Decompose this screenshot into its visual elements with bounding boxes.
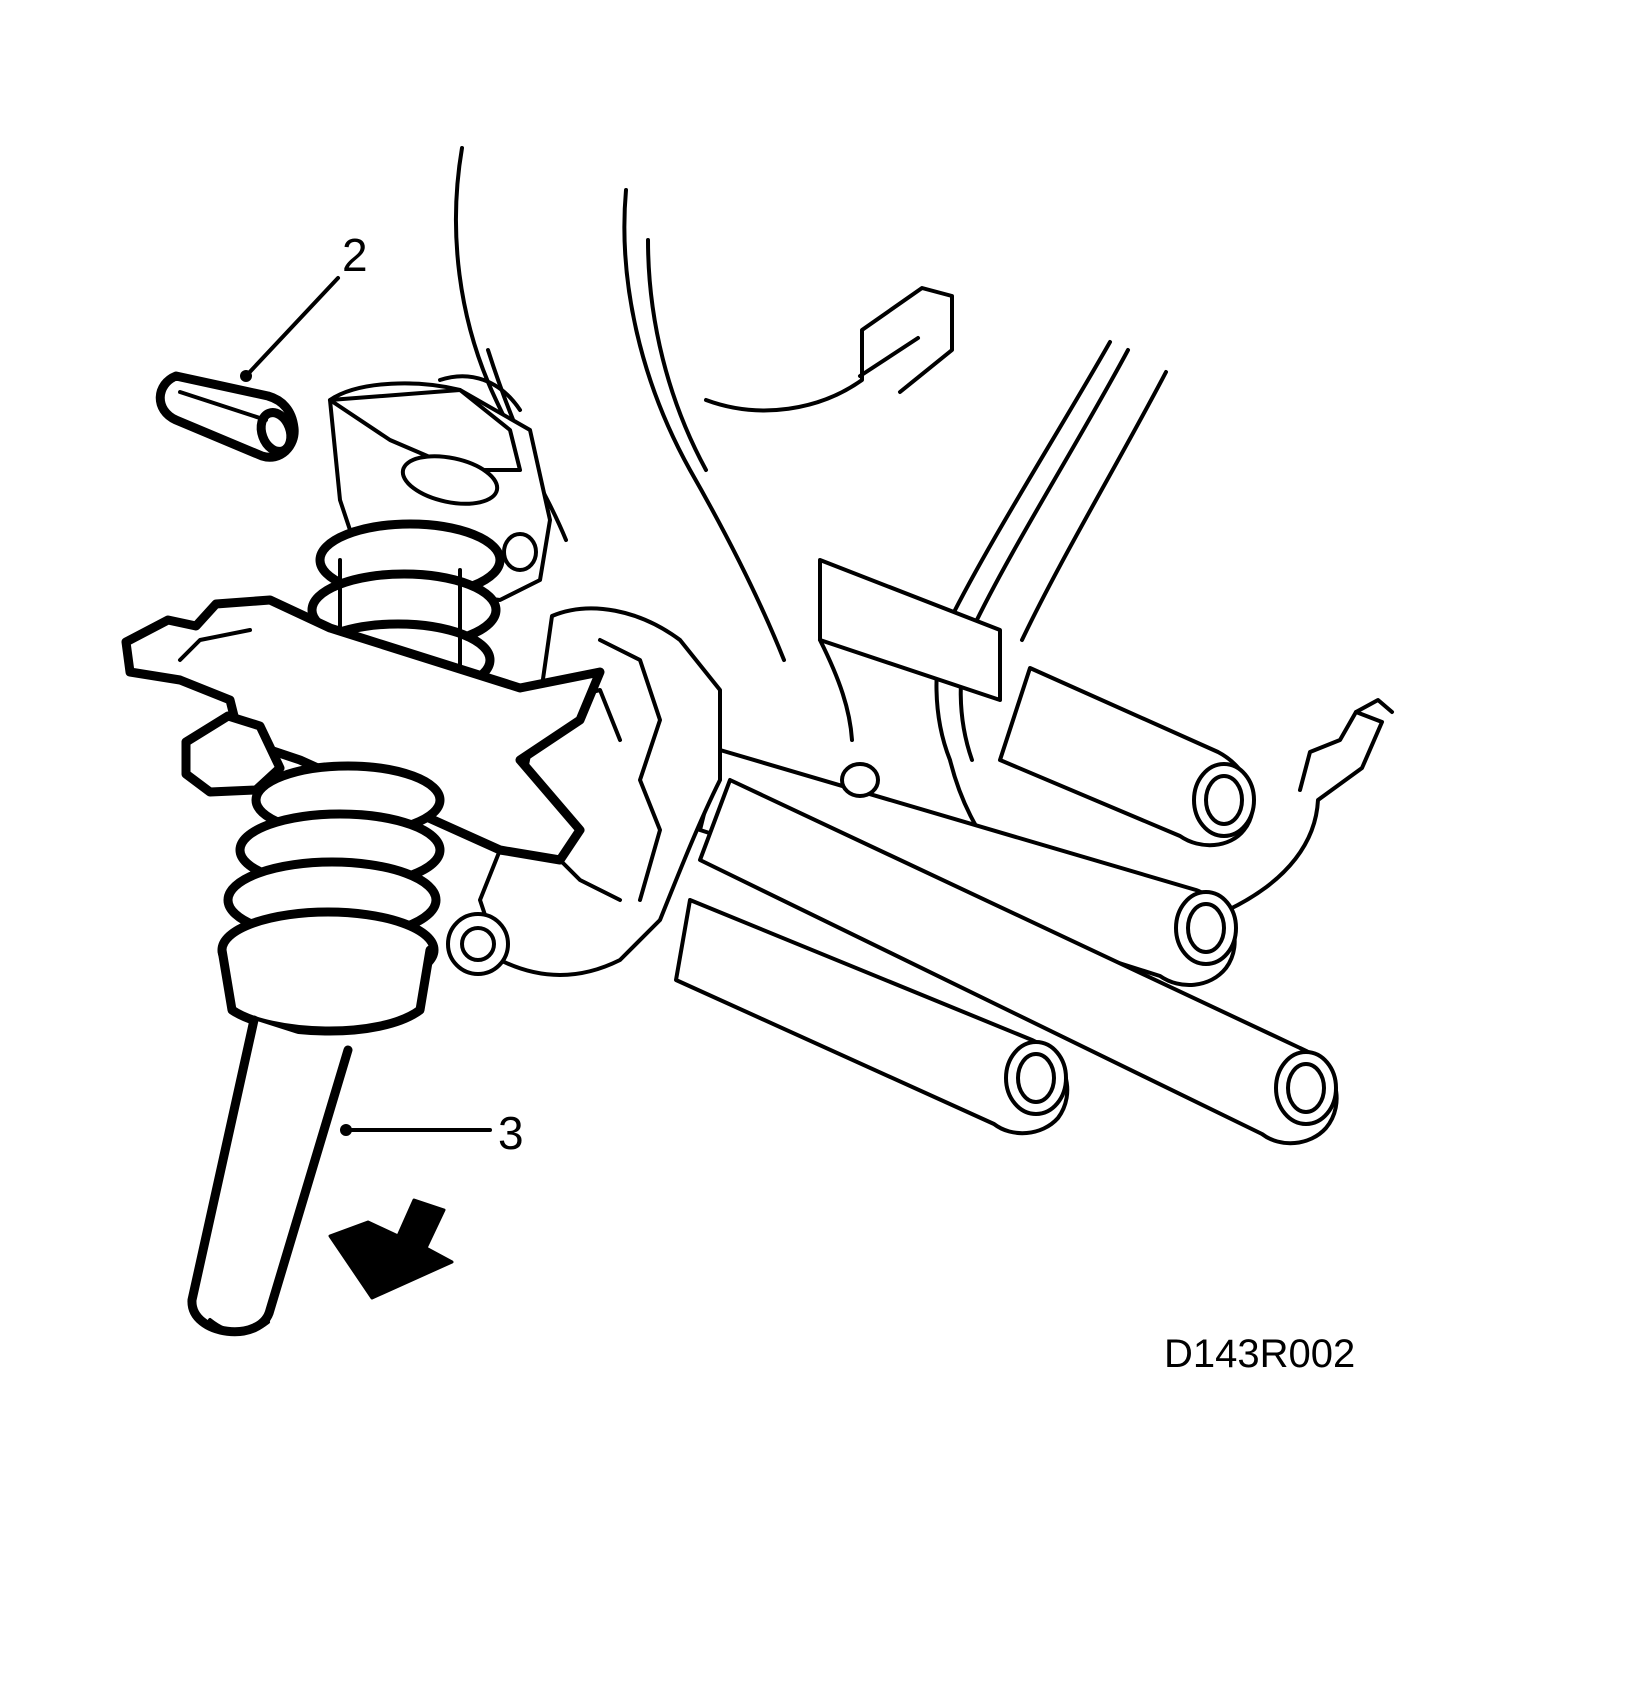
callout-leader-3 [340, 1124, 492, 1136]
selector-plate [121, 595, 605, 865]
callout-label-2: 2 [342, 229, 368, 281]
selector-shaft [187, 1015, 353, 1337]
callout-label-3: 3 [498, 1107, 524, 1159]
roll-pin [155, 371, 299, 462]
figure-code: D143R002 [1164, 1332, 1356, 1376]
selector-rails [674, 558, 1339, 1146]
direction-arrow-icon [328, 1198, 454, 1300]
callout-leader-2 [240, 276, 340, 382]
lower-spring [217, 761, 445, 1036]
